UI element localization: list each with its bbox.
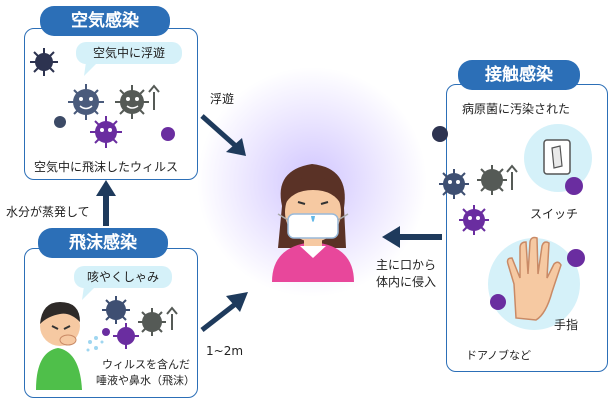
doorknob-label: ドアノブなど [466, 349, 532, 362]
droplet-bubble-tail [82, 286, 96, 300]
float-label: 浮遊 [210, 92, 235, 106]
airborne-bubble-tail [84, 62, 98, 76]
distance-label: 1~2m [206, 344, 244, 358]
evaporate-label: 水分が蒸発して [6, 205, 90, 219]
virus-face-icon [68, 84, 104, 120]
airborne-virus-group [30, 48, 175, 148]
switch-icon [524, 124, 592, 192]
sneezing-boy-illustration [36, 296, 178, 390]
droplet-spray-icon [86, 336, 104, 352]
virus-face-icon [138, 306, 178, 336]
virus-dot-icon [102, 328, 110, 336]
virus-dot-icon [567, 249, 585, 267]
contact-title: 接触感染 [458, 60, 580, 90]
airborne-caption: 空気中に飛沫したウィルス [34, 160, 179, 174]
mask-icon [287, 213, 339, 239]
purple-virus-icon [113, 323, 139, 349]
droplet-caption-line1: ウィルスを含んだ [102, 358, 190, 371]
switch-label: スイッチ [530, 207, 579, 221]
dark-virus-icon [30, 48, 58, 76]
distance-arrow [200, 292, 248, 332]
droplet-bubble: 咳やくしゃみ [74, 266, 172, 288]
entry-label-line1: 主に口から [376, 258, 437, 272]
entry-label-line2: 体内に侵入 [376, 275, 437, 289]
virus-face-icon [477, 164, 518, 195]
virus-face-icon [115, 84, 160, 119]
float-arrow [200, 114, 246, 156]
droplet-title: 飛沫感染 [38, 228, 168, 258]
virus-dot-icon [432, 126, 448, 142]
virus-face-icon [102, 296, 130, 324]
finger-label: 手指 [554, 318, 579, 332]
contact-caption: 病原菌に汚染された [462, 102, 571, 116]
virus-dot-icon [161, 127, 175, 141]
airborne-bubble: 空気中に浮遊 [76, 42, 182, 64]
boy-icon [36, 302, 82, 390]
airborne-title: 空気感染 [40, 6, 170, 36]
hand-icon [488, 236, 580, 330]
contact-illustrations [432, 124, 592, 330]
evaporate-arrow [96, 180, 116, 226]
virus-face-icon [439, 169, 469, 199]
virus-dot-icon [565, 177, 583, 195]
virus-dot-icon [490, 294, 506, 310]
entry-arrow [382, 226, 442, 248]
virus-dot-icon [54, 116, 66, 128]
purple-virus-icon [459, 205, 489, 235]
masked-girl-illustration [272, 164, 354, 282]
purple-virus-icon [90, 116, 122, 148]
droplet-caption-line2: 唾液や鼻水（飛沫） [96, 374, 195, 387]
